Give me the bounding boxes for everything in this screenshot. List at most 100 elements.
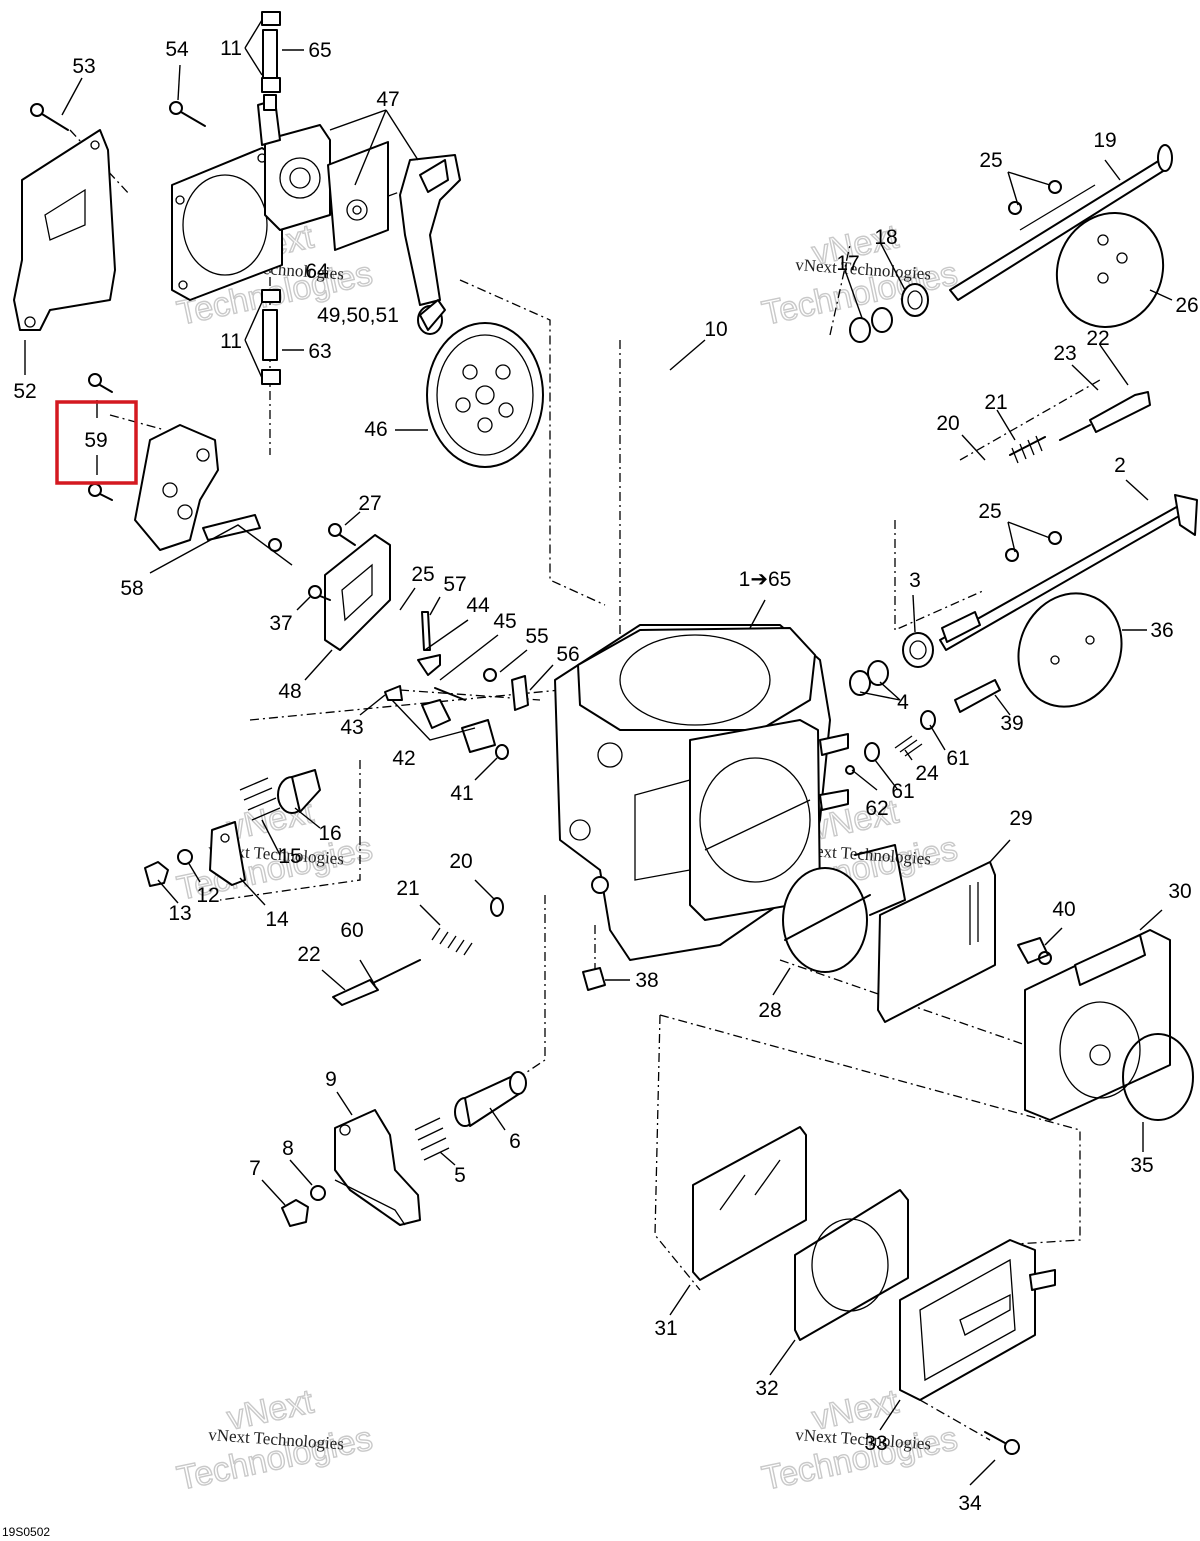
callout-11[interactable]: 11 bbox=[220, 37, 242, 60]
callout-43[interactable]: 43 bbox=[340, 716, 363, 739]
part-39-24-61-screw bbox=[845, 679, 1001, 775]
part-48-cover bbox=[324, 534, 391, 651]
callout-63[interactable]: 63 bbox=[308, 340, 331, 363]
callout-59[interactable]: 59 bbox=[84, 429, 107, 452]
callout-58[interactable]: 58 bbox=[120, 577, 143, 600]
callout-29[interactable]: 29 bbox=[1009, 807, 1032, 830]
callout-13[interactable]: 13 bbox=[168, 902, 191, 925]
callout-46[interactable]: 46 bbox=[364, 418, 387, 441]
callout-57[interactable]: 57 bbox=[443, 573, 466, 596]
callout-61[interactable]: 61 bbox=[946, 747, 969, 770]
callout-20[interactable]: 20 bbox=[936, 412, 959, 435]
part-36-plate bbox=[1017, 592, 1123, 708]
part-3-bushing bbox=[902, 632, 934, 668]
callout-31[interactable]: 31 bbox=[654, 1317, 677, 1340]
leader-lines bbox=[24, 19, 1173, 1486]
callout-55[interactable]: 55 bbox=[525, 625, 548, 648]
part-18-bushing bbox=[901, 283, 929, 317]
callout-32[interactable]: 32 bbox=[755, 1377, 778, 1400]
part-35-oring bbox=[1122, 1033, 1194, 1121]
part-37-screw bbox=[308, 585, 331, 601]
callout-45[interactable]: 45 bbox=[493, 610, 516, 633]
callout-22[interactable]: 22 bbox=[297, 943, 320, 966]
part-2-choke-shaft bbox=[939, 494, 1198, 651]
callout-47[interactable]: 47 bbox=[376, 88, 399, 111]
highlight-box-59 bbox=[55, 400, 138, 485]
part-25-screws-upper bbox=[1008, 180, 1062, 215]
callout-38[interactable]: 38 bbox=[635, 969, 658, 992]
callout-10[interactable]: 10 bbox=[704, 318, 727, 341]
watermark-5: vNext Technologies vNext Technologies bbox=[173, 1382, 376, 1499]
part-gasket-plate bbox=[171, 147, 283, 301]
part-31-gasket bbox=[692, 1126, 807, 1281]
part-26-plate bbox=[1055, 212, 1165, 328]
part-fuel-fitting-lower bbox=[261, 289, 281, 385]
callout-37[interactable]: 37 bbox=[269, 612, 292, 635]
callout-22[interactable]: 22 bbox=[1086, 327, 1109, 350]
callout-56[interactable]: 56 bbox=[556, 643, 579, 666]
callout-54[interactable]: 54 bbox=[165, 38, 189, 61]
callout-6[interactable]: 6 bbox=[509, 1130, 521, 1153]
callout-4[interactable]: 4 bbox=[897, 691, 909, 714]
callout-64[interactable]: 64 bbox=[305, 260, 329, 283]
callout-30[interactable]: 30 bbox=[1168, 880, 1191, 903]
callout-1-to-65[interactable]: 1➔65 bbox=[739, 568, 792, 591]
callout-17[interactable]: 17 bbox=[836, 252, 859, 275]
callout-28[interactable]: 28 bbox=[758, 999, 781, 1022]
part-54-screw bbox=[169, 101, 206, 127]
part-9-lever bbox=[334, 1109, 421, 1226]
callout-44[interactable]: 44 bbox=[466, 594, 490, 617]
part-46-diaphragm bbox=[426, 322, 544, 468]
callout-14[interactable]: 14 bbox=[265, 908, 289, 931]
callout-65[interactable]: 65 bbox=[308, 39, 331, 62]
callout-2[interactable]: 2 bbox=[1114, 454, 1126, 477]
callout-21[interactable]: 21 bbox=[984, 391, 1007, 414]
callout-53[interactable]: 53 bbox=[72, 55, 95, 78]
callout-21[interactable]: 21 bbox=[396, 877, 419, 900]
callout-34[interactable]: 34 bbox=[958, 1492, 982, 1515]
part-7-8-nut-washer bbox=[281, 1185, 326, 1227]
callout-12[interactable]: 12 bbox=[196, 884, 219, 907]
part-17-orings bbox=[849, 307, 893, 343]
callout-18[interactable]: 18 bbox=[874, 226, 897, 249]
callout-8[interactable]: 8 bbox=[282, 1137, 294, 1160]
callout-52[interactable]: 52 bbox=[13, 380, 36, 403]
part-29-gasket bbox=[877, 861, 996, 1023]
callout-62[interactable]: 62 bbox=[865, 797, 888, 820]
callout-9[interactable]: 9 bbox=[325, 1068, 337, 1091]
callout-26[interactable]: 26 bbox=[1175, 294, 1198, 317]
drawing-code: 19S0502 bbox=[2, 1525, 50, 1539]
callout-7[interactable]: 7 bbox=[249, 1157, 261, 1180]
part-21-spring-upper bbox=[1009, 435, 1046, 464]
callout-23[interactable]: 23 bbox=[1053, 342, 1076, 365]
callout-49-50-51[interactable]: 49,50,51 bbox=[317, 304, 399, 327]
callout-25[interactable]: 25 bbox=[979, 149, 1002, 172]
part-32-diaphragm-plate bbox=[794, 1189, 909, 1341]
part-47-pump-body bbox=[257, 99, 389, 251]
part-4-orings bbox=[849, 660, 889, 696]
callout-20[interactable]: 20 bbox=[449, 850, 472, 873]
callout-35[interactable]: 35 bbox=[1130, 1154, 1153, 1177]
callout-24[interactable]: 24 bbox=[915, 762, 939, 785]
callout-16[interactable]: 16 bbox=[318, 822, 341, 845]
callout-25[interactable]: 25 bbox=[411, 563, 434, 586]
callout-33[interactable]: 33 bbox=[864, 1432, 887, 1455]
callout-15[interactable]: 15 bbox=[278, 845, 301, 868]
callout-19[interactable]: 19 bbox=[1093, 129, 1116, 152]
callout-40[interactable]: 40 bbox=[1052, 898, 1075, 921]
callout-41[interactable]: 41 bbox=[450, 782, 473, 805]
callout-3[interactable]: 3 bbox=[909, 569, 921, 592]
callout-60[interactable]: 60 bbox=[340, 919, 363, 942]
part-27-screw bbox=[328, 523, 356, 546]
callout-39[interactable]: 39 bbox=[1000, 712, 1023, 735]
callout-61[interactable]: 61 bbox=[891, 780, 914, 803]
part-52-bracket bbox=[13, 129, 116, 331]
callout-48[interactable]: 48 bbox=[278, 680, 301, 703]
callout-27[interactable]: 27 bbox=[358, 492, 381, 515]
callout-5[interactable]: 5 bbox=[454, 1164, 466, 1187]
part-19-throttle-shaft bbox=[949, 144, 1173, 301]
callout-36[interactable]: 36 bbox=[1150, 619, 1173, 642]
callout-25[interactable]: 25 bbox=[978, 500, 1001, 523]
callout-11[interactable]: 11 bbox=[220, 330, 242, 353]
callout-42[interactable]: 42 bbox=[392, 747, 415, 770]
